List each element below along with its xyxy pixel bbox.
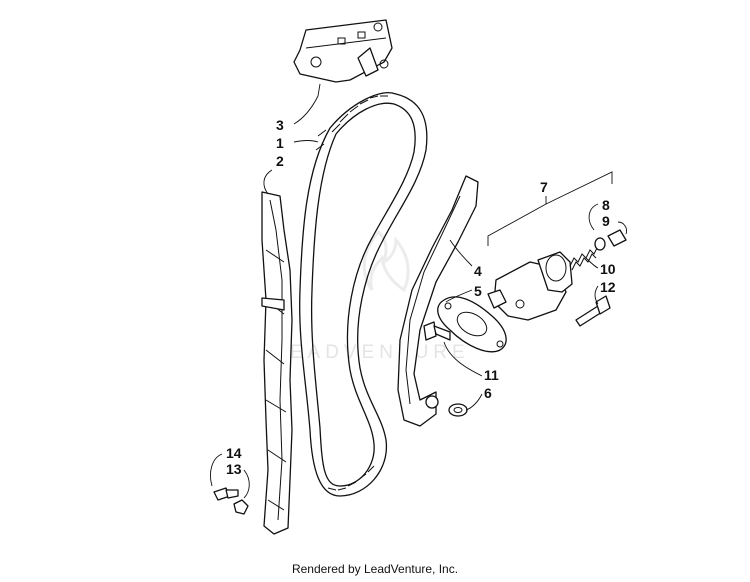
tensioner-gasket bbox=[437, 296, 507, 353]
callout-9: 9 bbox=[602, 213, 610, 229]
leader-lines bbox=[210, 83, 627, 499]
callout-10: 10 bbox=[600, 261, 616, 277]
washer bbox=[448, 403, 468, 417]
callout-5: 5 bbox=[474, 283, 482, 299]
chain-guide-bracket bbox=[293, 19, 393, 83]
tensioner-cap-bolt bbox=[607, 229, 627, 247]
sealing-washer bbox=[594, 237, 606, 251]
footer-credit: Rendered by LeadVenture, Inc. bbox=[291, 562, 459, 576]
callout-3: 3 bbox=[276, 117, 284, 133]
callout-4: 4 bbox=[474, 263, 482, 279]
tensioner-guide bbox=[397, 175, 479, 427]
cam-chain bbox=[299, 92, 428, 497]
tensioner-spring bbox=[569, 245, 599, 271]
pivot-collar bbox=[233, 499, 249, 515]
watermark-text: LEADVENTURE bbox=[274, 342, 469, 363]
callout-labels: 3 1 2 4 5 7 8 9 10 12 11 6 14 13 bbox=[226, 117, 616, 477]
callout-11: 11 bbox=[484, 367, 499, 383]
callout-6: 6 bbox=[484, 385, 492, 401]
callout-8: 8 bbox=[602, 197, 610, 213]
cam-chain-tensioner bbox=[487, 251, 573, 321]
front-chain-guide bbox=[261, 191, 293, 535]
callout-2: 2 bbox=[276, 153, 284, 169]
callout-12: 12 bbox=[600, 279, 616, 295]
callout-13: 13 bbox=[226, 461, 242, 477]
pivot-bolt bbox=[213, 487, 239, 501]
guide-bolt bbox=[423, 321, 451, 341]
tensioner-bolt bbox=[575, 295, 611, 327]
callout-7: 7 bbox=[540, 179, 548, 195]
callout-1: 1 bbox=[276, 135, 284, 151]
callout-14: 14 bbox=[226, 445, 242, 461]
flame-logo-icon bbox=[362, 229, 410, 293]
